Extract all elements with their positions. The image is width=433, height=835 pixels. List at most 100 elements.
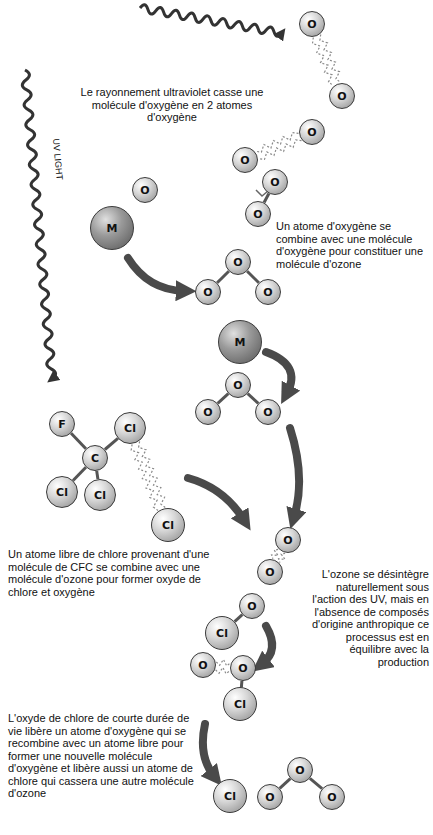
atom-symbol: O bbox=[203, 287, 212, 298]
atom-sphere: Cl bbox=[151, 508, 185, 542]
bond-line bbox=[218, 394, 229, 404]
broken-bond-stroke bbox=[131, 444, 158, 510]
atom-symbol: M bbox=[235, 337, 246, 348]
bond-line bbox=[247, 271, 259, 283]
atom-symbol: O bbox=[247, 601, 256, 612]
chemical-bond bbox=[73, 467, 86, 480]
chemical-bond bbox=[218, 394, 229, 404]
caption-note: Le rayonnement ultraviolet casse une mol… bbox=[77, 86, 267, 124]
atom-symbol: O bbox=[238, 663, 247, 674]
chemical-bond bbox=[97, 471, 98, 479]
atom-sphere: O bbox=[319, 784, 345, 810]
atom-sphere: O bbox=[230, 655, 256, 681]
bond-line bbox=[235, 615, 243, 622]
chemical-bond bbox=[71, 433, 86, 448]
atom-symbol: F bbox=[58, 419, 66, 430]
bond-line bbox=[217, 271, 229, 283]
caption-note: L'ozone se désintègre naturellement sous… bbox=[303, 568, 429, 668]
atom-symbol: C bbox=[91, 453, 99, 464]
atom-sphere: O bbox=[329, 83, 355, 109]
atom-symbol: O bbox=[295, 765, 304, 776]
third-body-sphere: M bbox=[90, 206, 134, 250]
caption-note: L'oxyde de chlore de courte durée de vie… bbox=[8, 712, 195, 800]
atom-sphere: Cl bbox=[223, 687, 257, 721]
chemical-bond bbox=[248, 394, 259, 404]
atom-symbol: O bbox=[233, 257, 242, 268]
atom-symbol: O bbox=[337, 91, 346, 102]
atom-symbol: O bbox=[265, 567, 274, 578]
chemical-bond bbox=[105, 438, 118, 449]
atom-symbol: Cl bbox=[162, 520, 174, 531]
atom-symbol: O bbox=[233, 380, 242, 391]
atom-sphere: F bbox=[49, 411, 75, 437]
atom-sphere: O bbox=[255, 279, 281, 305]
broken-bond-stroke bbox=[139, 441, 166, 507]
atom-symbol: Cl bbox=[216, 628, 228, 639]
atom-sphere: O bbox=[299, 11, 325, 37]
atom-symbol: O bbox=[283, 535, 292, 546]
atom-sphere: C bbox=[82, 445, 108, 471]
bond-line bbox=[280, 779, 291, 789]
atom-sphere: O bbox=[132, 177, 158, 203]
atom-sphere: Cl bbox=[205, 616, 239, 650]
atom-sphere: O bbox=[195, 399, 221, 425]
atom-symbol: O bbox=[263, 407, 272, 418]
broken-bond-stroke bbox=[216, 660, 230, 666]
bond-line bbox=[310, 778, 322, 788]
broken-bond bbox=[313, 35, 341, 86]
atom-symbol: Cl bbox=[94, 490, 106, 501]
atom-symbol: M bbox=[107, 223, 118, 234]
chemical-bond bbox=[235, 615, 243, 622]
chemical-bond bbox=[217, 271, 229, 283]
atom-sphere: O bbox=[225, 372, 251, 398]
atom-sphere: O bbox=[225, 249, 251, 275]
atom-sphere: Cl bbox=[84, 479, 116, 511]
bond-line bbox=[105, 438, 118, 449]
bond-line bbox=[97, 471, 98, 479]
atom-symbol: O bbox=[240, 155, 249, 166]
broken-bond-stroke bbox=[272, 549, 279, 558]
broken-bond-stroke bbox=[259, 140, 302, 160]
broken-bond-stroke bbox=[256, 133, 299, 153]
wave-label: UV LIGHT bbox=[50, 138, 66, 180]
bond-line bbox=[264, 194, 269, 203]
atom-sphere: O bbox=[239, 593, 265, 619]
atom-sphere: O bbox=[232, 147, 258, 173]
third-body-sphere: M bbox=[218, 320, 262, 364]
broken-bond bbox=[216, 660, 231, 674]
caption-note: Un atome d'oxygène se combine avec une m… bbox=[276, 220, 428, 270]
atom-symbol: O bbox=[203, 407, 212, 418]
atom-symbol: Cl bbox=[224, 791, 236, 802]
atom-symbol: Cl bbox=[124, 423, 136, 434]
chemical-bond bbox=[280, 779, 291, 789]
broken-bond-stroke bbox=[313, 38, 334, 86]
atom-sphere: Cl bbox=[213, 779, 247, 813]
atom-symbol: O bbox=[307, 19, 316, 30]
atom-sphere: O bbox=[262, 169, 288, 195]
atom-symbol: O bbox=[265, 792, 274, 803]
atom-symbol: O bbox=[270, 177, 279, 188]
atom-symbol: Cl bbox=[234, 699, 246, 710]
broken-bond-stroke bbox=[216, 668, 230, 674]
bond-line bbox=[73, 467, 86, 480]
atom-symbol: O bbox=[198, 660, 207, 671]
caption-note: Un atome libre de chlore provenant d'une… bbox=[8, 548, 233, 598]
chemical-bond bbox=[247, 271, 259, 283]
atom-symbol: O bbox=[253, 209, 262, 220]
atom-symbol: O bbox=[140, 185, 149, 196]
broken-bond-stroke bbox=[279, 553, 286, 562]
atom-sphere: O bbox=[255, 399, 281, 425]
reaction-arrow bbox=[128, 258, 299, 776]
uv-wave bbox=[139, 4, 282, 37]
atom-symbol: O bbox=[327, 792, 336, 803]
atom-sphere: O bbox=[257, 784, 283, 810]
atom-symbol: O bbox=[307, 127, 316, 138]
chemical-bond bbox=[264, 194, 269, 203]
atom-symbol: O bbox=[263, 287, 272, 298]
atom-sphere: O bbox=[190, 652, 216, 678]
atom-symbol: Cl bbox=[56, 487, 68, 498]
atom-sphere: Cl bbox=[46, 476, 78, 508]
atom-sphere: O bbox=[275, 527, 301, 553]
atom-sphere: O bbox=[257, 559, 283, 585]
